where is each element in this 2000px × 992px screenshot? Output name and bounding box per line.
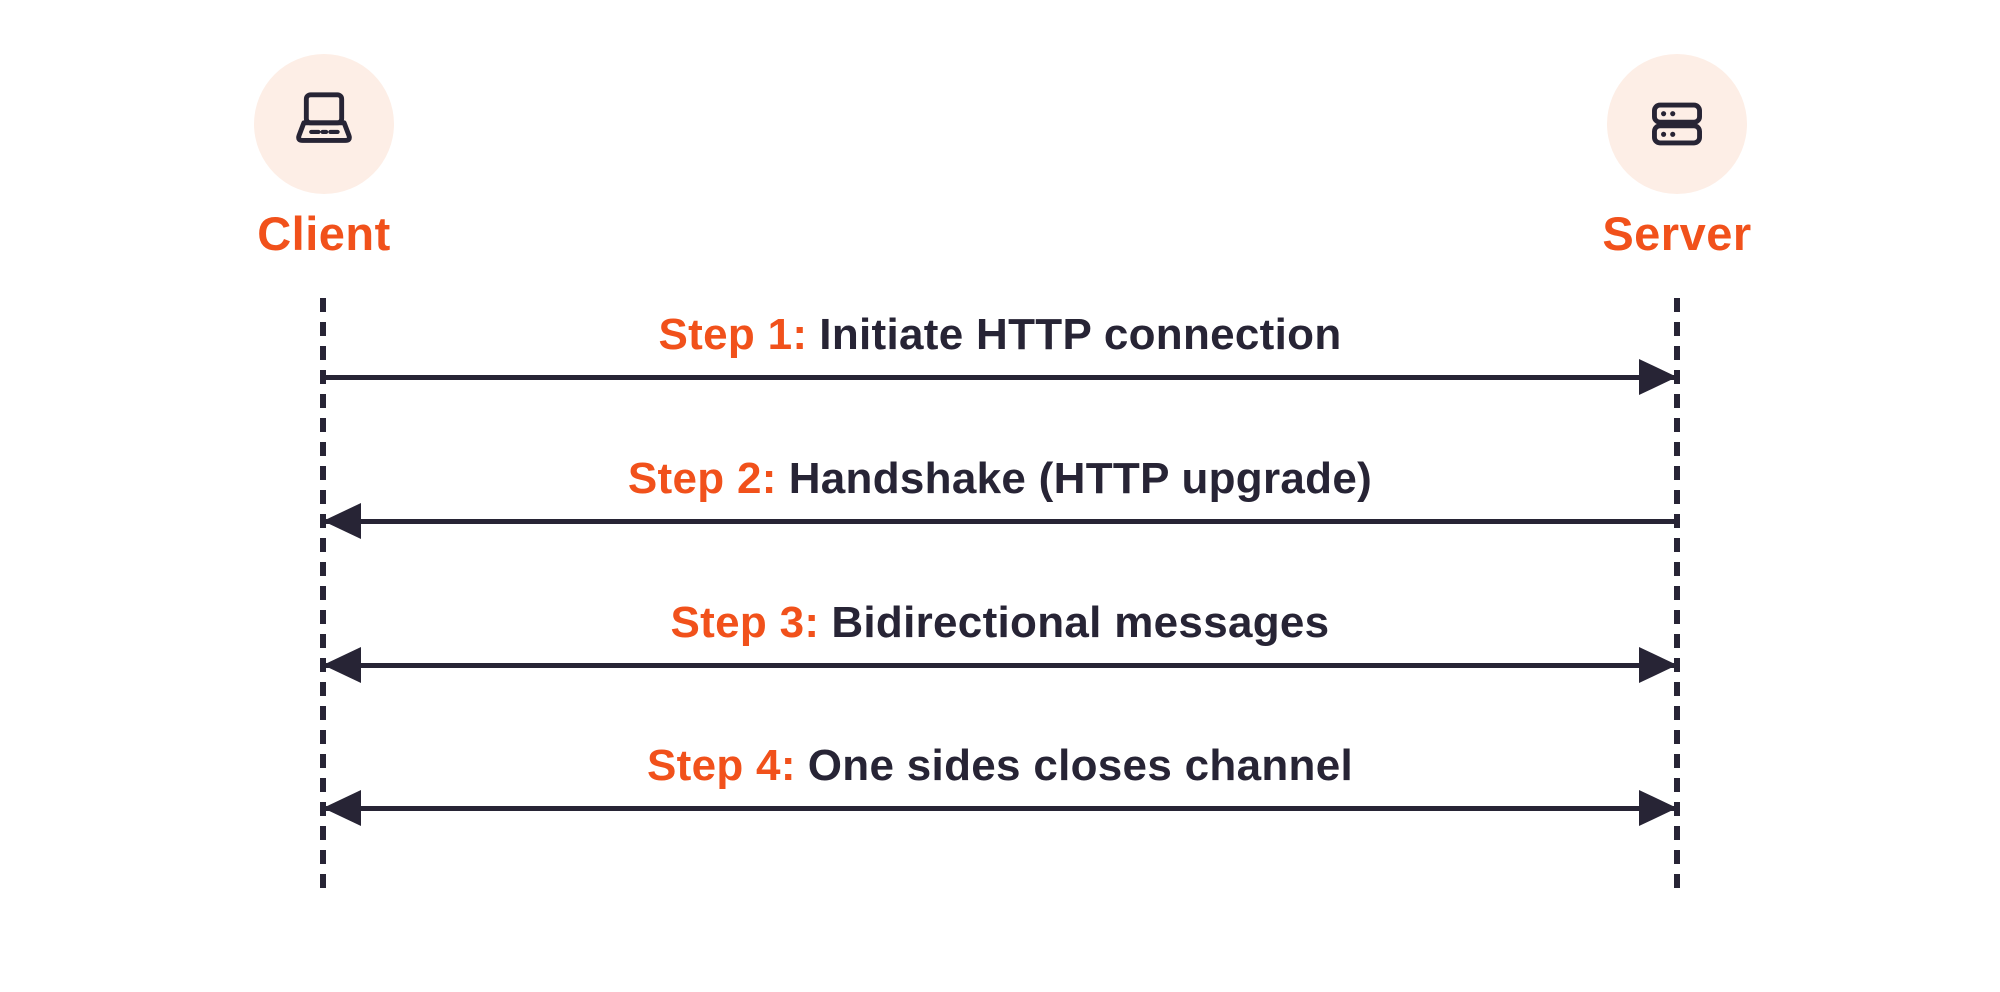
step-1-arrow-line — [323, 375, 1674, 380]
client-lifeline — [320, 298, 326, 890]
actor-client: Client — [174, 54, 474, 257]
server-icon-circle — [1607, 54, 1747, 194]
step-3-arrowhead-right-icon — [1639, 647, 1677, 683]
client-label: Client — [257, 207, 391, 260]
step-4-prefix: Step 4: — [646, 741, 796, 790]
step-3-text: Bidirectional messages — [831, 598, 1330, 647]
step-3-arrow-line — [326, 663, 1674, 668]
actor-server: Server — [1527, 54, 1827, 257]
step-4-arrowhead-left-icon — [323, 790, 361, 826]
step-2-label: Step 2:Handshake (HTTP upgrade) — [323, 454, 1677, 503]
step-1-text: Initiate HTTP connection — [819, 310, 1342, 359]
step-2-arrow-line — [326, 519, 1677, 524]
step-4-arrow — [323, 790, 1677, 826]
step-4-message: Step 4:One sides closes channel — [323, 741, 1677, 828]
client-icon-circle — [254, 54, 394, 194]
laptop-icon — [285, 85, 363, 163]
server-lifeline — [1674, 298, 1680, 890]
step-4-label: Step 4:One sides closes channel — [323, 741, 1677, 790]
step-4-arrowhead-right-icon — [1639, 790, 1677, 826]
step-2-arrowhead-left-icon — [323, 503, 361, 539]
step-1-arrowhead-right-icon — [1639, 359, 1677, 395]
step-4-text: One sides closes channel — [807, 741, 1353, 790]
step-3-message: Step 3:Bidirectional messages — [323, 598, 1677, 685]
step-1-prefix: Step 1: — [658, 310, 808, 359]
step-1-arrow — [323, 359, 1677, 395]
step-1-label: Step 1:Initiate HTTP connection — [323, 310, 1677, 359]
server-icon — [1638, 85, 1716, 163]
step-2-text: Handshake (HTTP upgrade) — [788, 454, 1373, 503]
step-2-message: Step 2:Handshake (HTTP upgrade) — [323, 454, 1677, 541]
step-1-message: Step 1:Initiate HTTP connection — [323, 310, 1677, 397]
step-2-prefix: Step 2: — [627, 454, 777, 503]
step-4-arrow-line — [326, 806, 1674, 811]
step-2-arrow — [323, 503, 1677, 539]
step-3-label: Step 3:Bidirectional messages — [323, 598, 1677, 647]
step-3-arrow — [323, 647, 1677, 683]
step-3-arrowhead-left-icon — [323, 647, 361, 683]
server-label: Server — [1602, 207, 1752, 260]
step-3-prefix: Step 3: — [670, 598, 820, 647]
